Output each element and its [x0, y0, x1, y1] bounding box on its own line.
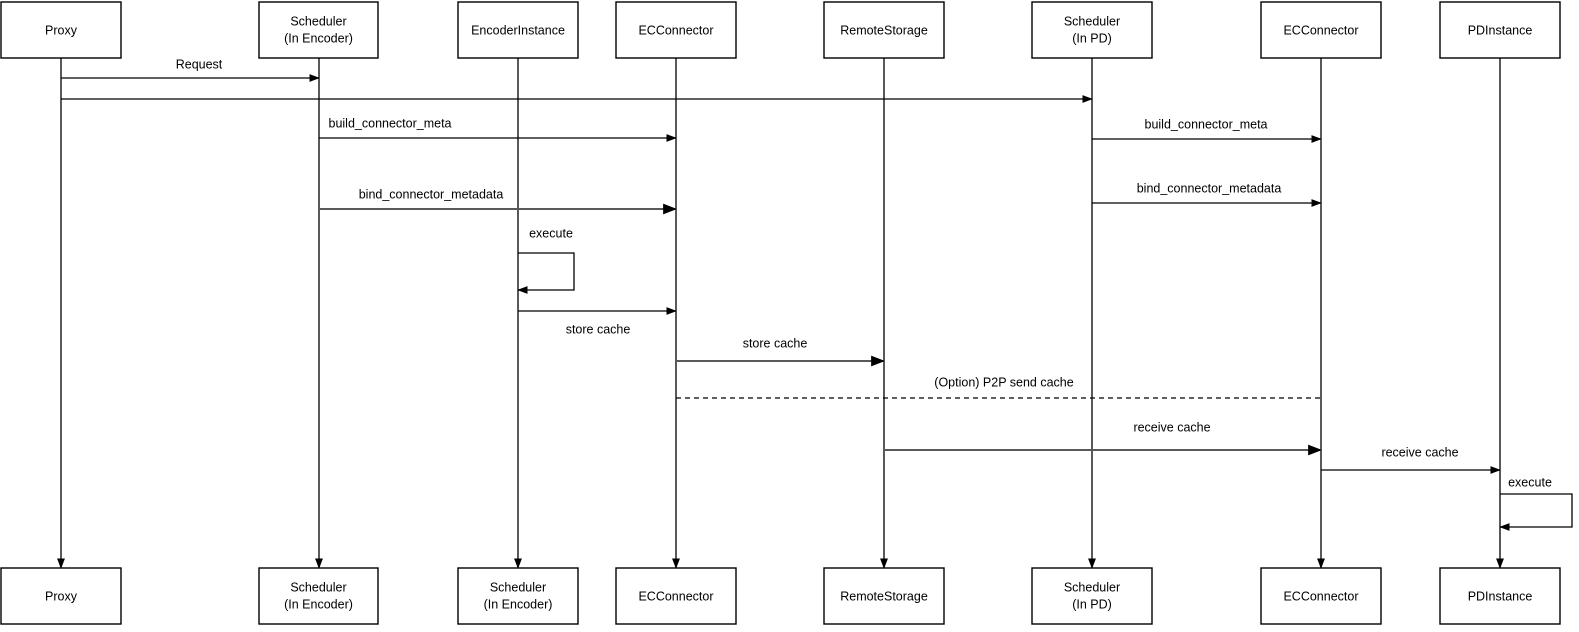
participant-foot-label-line1: ECConnector	[1283, 589, 1358, 603]
participant-head-label-line2: (In Encoder)	[284, 31, 353, 45]
self-message-self-execute-pd[interactable]: execute	[1499, 475, 1573, 531]
participant-foot-rect	[1439, 567, 1561, 625]
participant-head-ec-connector-encoder[interactable]: ECConnector	[615, 1, 737, 59]
participant-head-ec-connector-pd[interactable]: ECConnector	[1260, 1, 1382, 59]
message-label: store cache	[743, 336, 808, 350]
participant-foot-ec-connector-encoder[interactable]: ECConnector	[615, 567, 737, 625]
message-msg-build-connector-meta-encoder[interactable]: build_connector_meta	[319, 116, 677, 142]
participant-foot-boxes: Proxy Scheduler (In Encoder) Scheduler (In E…	[0, 567, 1561, 625]
participant-head-proxy[interactable]: Proxy	[0, 1, 122, 59]
message-label: bind_connector_metadata	[359, 187, 504, 201]
message-msg-store-cache-encoder[interactable]: store cache	[518, 307, 677, 336]
message-msg-request[interactable]: Request	[61, 57, 320, 82]
self-message-label: execute	[529, 226, 573, 240]
self-message-path	[1499, 493, 1573, 531]
participant-foot-rect	[1260, 567, 1382, 625]
participant-head-label-line1: Proxy	[45, 23, 78, 37]
participant-foot-scheduler-in-pd[interactable]: Scheduler (In PD)	[1031, 567, 1153, 625]
message-msg-bind-connector-metadata-encoder[interactable]: bind_connector_metadata	[319, 187, 678, 215]
participant-head-label-line2: (In PD)	[1072, 31, 1112, 45]
lifelines-layer	[57, 58, 1504, 569]
participant-foot-ec-connector-pd[interactable]: ECConnector	[1260, 567, 1382, 625]
participant-head-remote-storage[interactable]: RemoteStorage	[823, 1, 945, 59]
participant-foot-proxy[interactable]: Proxy	[0, 567, 122, 625]
participant-head-rect	[1260, 1, 1382, 59]
participant-foot-rect	[258, 567, 379, 625]
message-label: build_connector_meta	[1145, 117, 1268, 131]
participant-foot-label-line1: RemoteStorage	[840, 589, 928, 603]
participant-head-rect	[457, 1, 579, 59]
message-label: receive cache	[1133, 420, 1210, 434]
participant-foot-label-line2: (In PD)	[1072, 597, 1112, 611]
participant-foot-scheduler-in-encoder[interactable]: Scheduler (In Encoder)	[258, 567, 379, 625]
participant-head-label-line1: Scheduler	[1064, 14, 1120, 28]
participant-head-rect	[258, 1, 379, 59]
participant-head-label-line1: RemoteStorage	[840, 23, 928, 37]
message-label: Request	[176, 57, 223, 71]
participant-foot-rect	[457, 567, 579, 625]
participant-foot-pd-instance[interactable]: PDInstance	[1439, 567, 1561, 625]
participant-foot-label-line1: PDInstance	[1468, 589, 1533, 603]
message-label: build_connector_meta	[329, 116, 452, 130]
participant-head-rect	[1439, 1, 1561, 59]
participant-foot-rect	[615, 567, 737, 625]
message-msg-receive-cache-pd[interactable]: receive cache	[1321, 445, 1501, 474]
participant-head-boxes: Proxy Scheduler (In Encoder) EncoderInstanc…	[0, 1, 1561, 59]
message-msg-build-connector-meta-pd[interactable]: build_connector_meta	[1092, 117, 1322, 143]
participant-foot-rect	[823, 567, 945, 625]
participant-foot-label-line1: Scheduler	[490, 580, 546, 594]
self-message-label: execute	[1508, 475, 1552, 489]
participant-head-rect	[0, 1, 122, 59]
participant-foot-label-line2: (In Encoder)	[284, 597, 353, 611]
participant-foot-label-line2: (In Encoder)	[484, 597, 553, 611]
participant-foot-rect	[1031, 567, 1153, 625]
participant-head-rect	[615, 1, 737, 59]
participant-foot-label-line1: Scheduler	[1064, 580, 1120, 594]
participant-head-label-line1: EncoderInstance	[471, 23, 565, 37]
message-msg-p2p-send-cache[interactable]: (Option) P2P send cache	[676, 375, 1321, 399]
participant-foot-label-line1: ECConnector	[638, 589, 713, 603]
participant-head-label-line1: ECConnector	[1283, 23, 1358, 37]
self-message-path	[517, 252, 575, 294]
participant-head-label-line1: Scheduler	[290, 14, 346, 28]
message-label: bind_connector_metadata	[1137, 181, 1282, 195]
messages-layer: Request build_connector_meta build_connect…	[61, 57, 1501, 474]
participant-foot-label-line1: Proxy	[45, 589, 78, 603]
message-msg-store-cache-remote[interactable]: store cache	[676, 336, 886, 367]
participant-foot-remote-storage[interactable]: RemoteStorage	[823, 567, 945, 625]
participant-foot-encoder-instance[interactable]: Scheduler (In Encoder)	[457, 567, 579, 625]
participant-head-label-line1: PDInstance	[1468, 23, 1533, 37]
participant-foot-label-line1: Scheduler	[290, 580, 346, 594]
participant-head-rect	[823, 1, 945, 59]
message-msg-receive-cache-remote[interactable]: receive cache	[884, 420, 1323, 456]
message-label: store cache	[566, 322, 631, 336]
participant-head-pd-instance[interactable]: PDInstance	[1439, 1, 1561, 59]
self-message-self-execute-encoder[interactable]: execute	[517, 226, 575, 294]
participant-head-encoder-instance[interactable]: EncoderInstance	[457, 1, 579, 59]
participant-head-scheduler-in-pd[interactable]: Scheduler (In PD)	[1031, 1, 1153, 59]
participant-foot-rect	[0, 567, 122, 625]
message-msg-bind-connector-metadata-pd[interactable]: bind_connector_metadata	[1092, 181, 1322, 207]
self-messages-layer: execute execute	[517, 226, 1573, 531]
message-label: receive cache	[1381, 445, 1458, 459]
participant-head-scheduler-in-encoder[interactable]: Scheduler (In Encoder)	[258, 1, 379, 59]
participant-head-rect	[1031, 1, 1153, 59]
message-label: (Option) P2P send cache	[934, 375, 1073, 389]
participant-head-label-line1: ECConnector	[638, 23, 713, 37]
